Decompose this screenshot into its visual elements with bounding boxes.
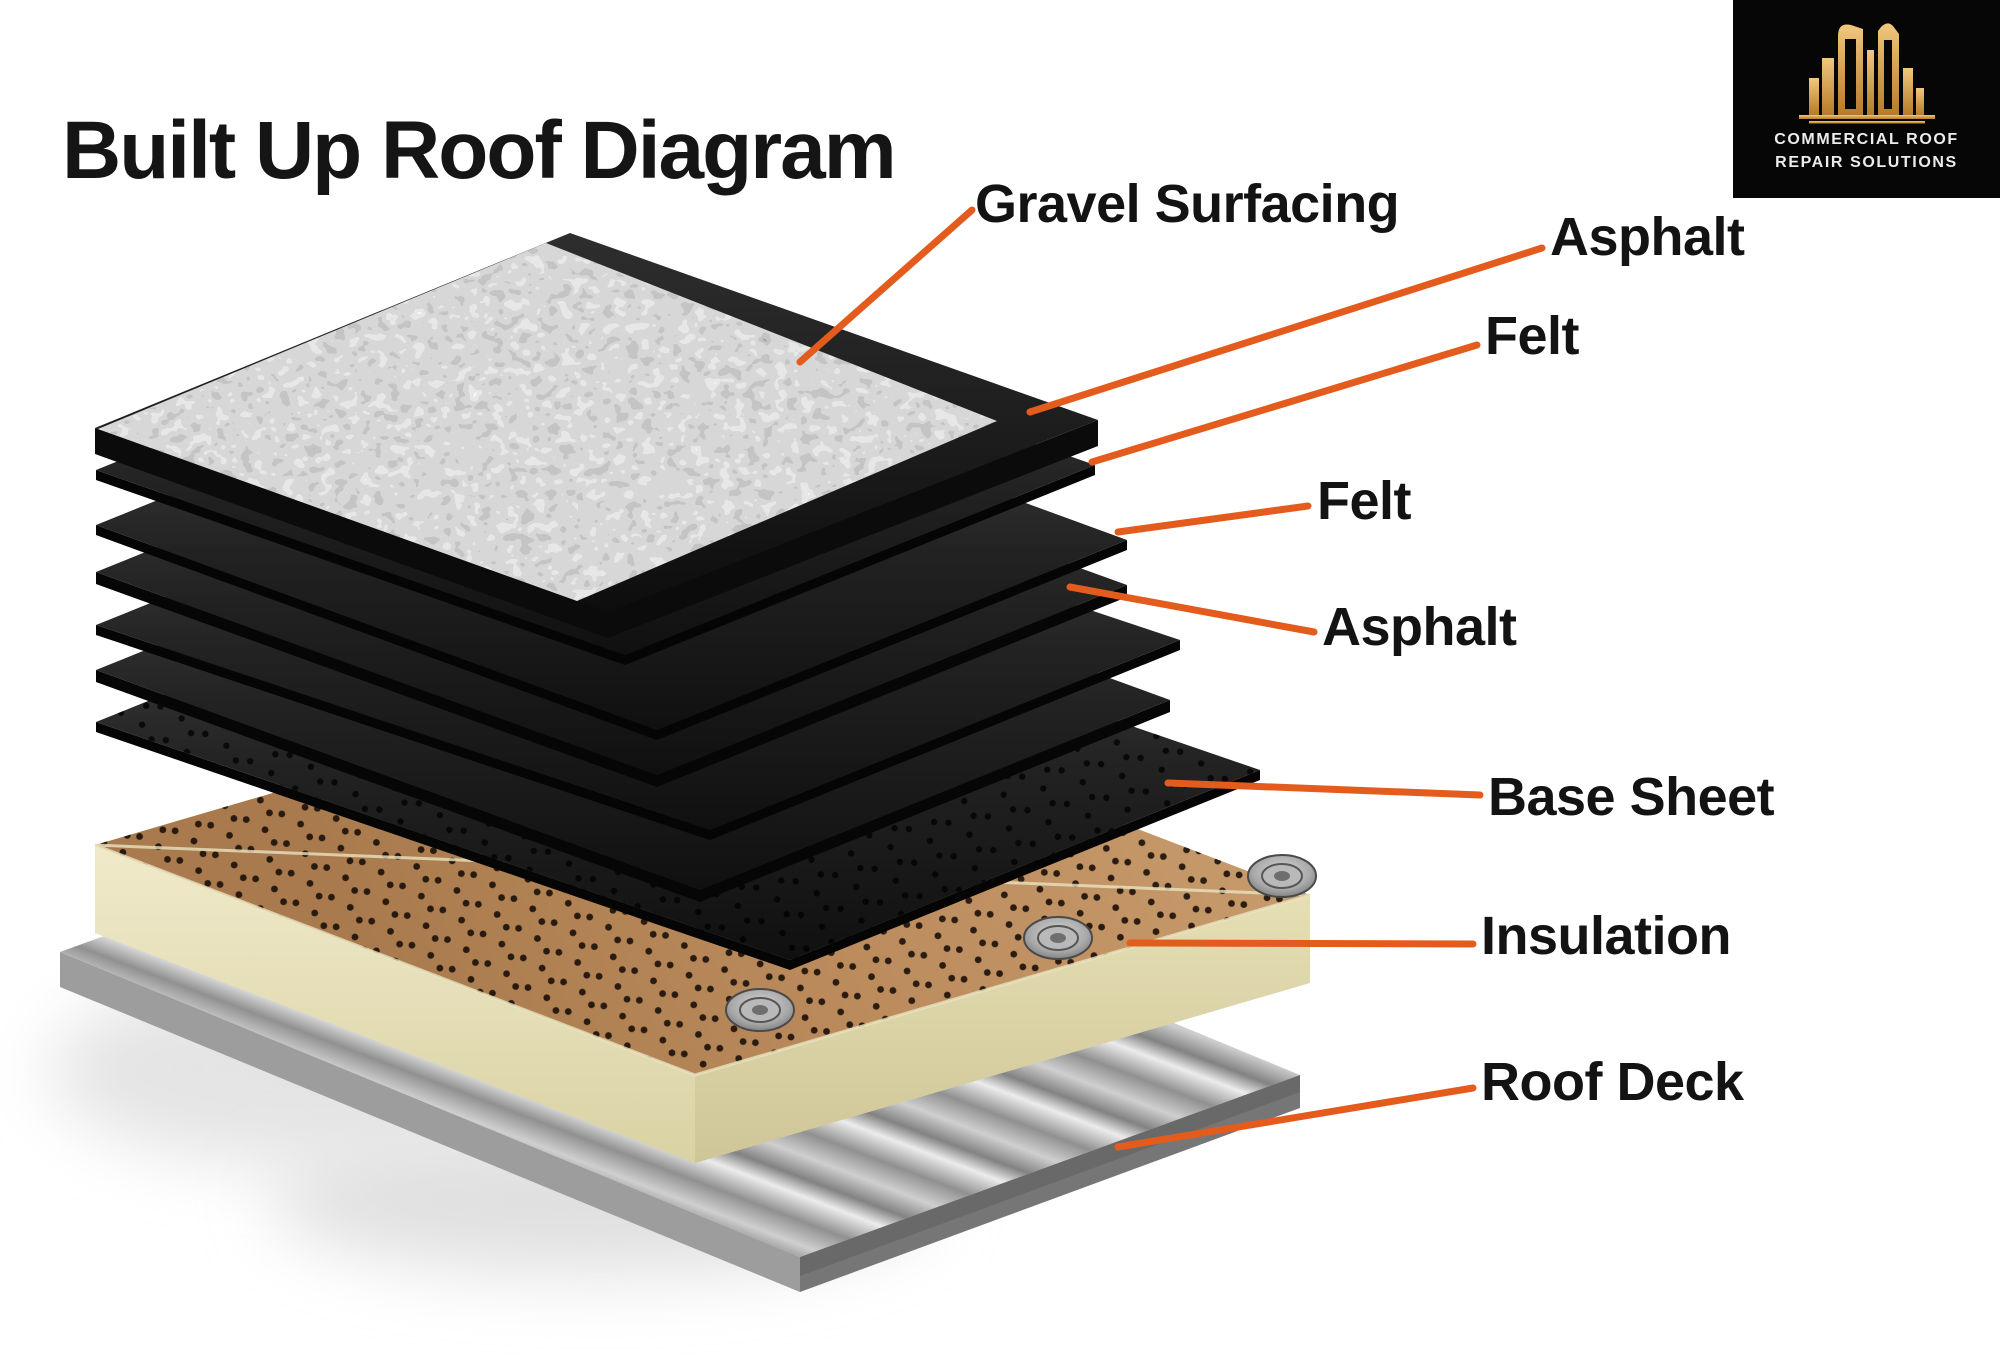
fastener-plate [725, 988, 795, 1032]
brand-name-line1: COMMERCIAL ROOF [1774, 131, 1959, 148]
fastener-plate [1023, 916, 1093, 960]
gravel-texture [98, 243, 997, 601]
label-insulation: Insulation [1481, 906, 1732, 966]
buildings-icon [1798, 23, 1935, 124]
label-gravel-surfacing: Gravel Surfacing [975, 174, 1400, 234]
label-base-sheet: Base Sheet [1488, 767, 1775, 827]
fastener-plate [1247, 854, 1317, 898]
leader-gravel-surfacing [796, 206, 976, 366]
label-felt-ply-2: Felt [1317, 471, 1412, 531]
label-asphalt-flood-coat: Asphalt [1550, 207, 1745, 267]
leader-asphalt-mid [1066, 583, 1318, 636]
leader-felt-top [1088, 341, 1481, 466]
leader-insulation [1126, 939, 1477, 948]
leader-felt-mid [1114, 502, 1312, 536]
leader-roof-deck [1114, 1084, 1477, 1151]
layer-gravel-slab [95, 233, 1098, 638]
leader-asphalt-top [1026, 244, 1546, 416]
leader-lines [796, 206, 1546, 1151]
brand-name-line2: REPAIR SOLUTIONS [1775, 154, 1958, 172]
leader-base-sheet [1164, 779, 1484, 799]
label-roof-deck: Roof Deck [1481, 1052, 1744, 1112]
brand-logo: COMMERCIAL ROOF REPAIR SOLUTIONS [1733, 0, 2000, 198]
label-felt-ply-1: Felt [1485, 306, 1580, 366]
page-title: Built Up Roof Diagram [62, 105, 897, 196]
label-asphalt-interply: Asphalt [1322, 597, 1517, 657]
